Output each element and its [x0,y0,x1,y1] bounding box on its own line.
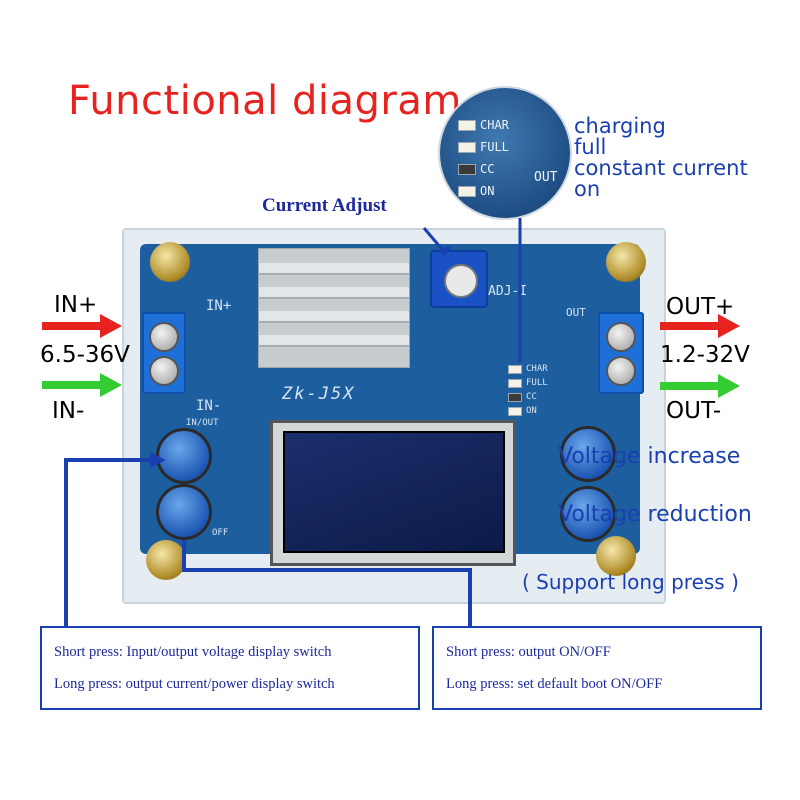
pcb-model-label: Zk-J5X [282,384,356,404]
input-terminal [142,312,186,394]
output-range-label: 1.2-32V [660,342,750,368]
long-press-note: ( Support long press ) [522,570,739,594]
pcb-in-minus-label: IN- [196,398,222,414]
zoom-led-label: FULL [480,140,509,154]
zoom-led-cc: CC [458,162,494,176]
right-box-line-1: Short press: output ON/OFF [446,644,611,660]
output-on-off-button[interactable] [156,484,212,540]
left-button-description-box: Short press: Input/output voltage displa… [40,626,420,710]
legend-on: on [574,177,601,201]
input-plus-arrow [42,314,122,338]
corner-screw [150,242,190,282]
left-box-line-2: Long press: output current/power display… [54,676,335,692]
voltage-reduction-button[interactable] [560,486,616,542]
board-led-label: FULL [526,378,548,388]
zoom-led-label: CHAR [480,118,509,132]
current-adjust-arrow [422,227,452,258]
current-adjust-potentiometer[interactable] [430,250,488,308]
zoom-led-on: ON [458,184,494,198]
pcb-in-plus-label: IN+ [206,298,232,314]
corner-screw [596,536,636,576]
pcb-in-out-label: IN/OUT [186,418,219,428]
voltage-increase-button[interactable] [560,426,616,482]
board-led-label: CHAR [526,364,548,374]
legend-constant-current: constant current [574,156,748,180]
diagram-title: Functional diagram [68,78,462,124]
legend-charging: charging [574,114,666,138]
right-button-description-box: Short press: output ON/OFF Long press: s… [432,626,762,710]
voltage-increase-label: Voltage increase [558,444,741,469]
terminal-screw [149,356,179,386]
led-zoom-view: CHAR FULL CC ON OUT [440,88,570,218]
corner-screw [606,242,646,282]
input-plus-label: IN+ [54,292,98,318]
output-plus-label: OUT+ [666,294,735,320]
terminal-screw [606,322,636,352]
left-box-line-1: Short press: Input/output voltage displa… [54,644,332,660]
voltage-reduction-label: Voltage reduction [558,502,752,527]
lcd-screen [283,431,505,553]
terminal-screw [606,356,636,386]
output-minus-arrow [660,374,740,398]
right-button-callout [182,540,472,628]
legend-full: full [574,135,607,159]
input-range-label: 6.5-36V [40,342,130,368]
current-adjust-label: Current Adjust [262,195,387,216]
zoom-led-label: CC [480,162,495,176]
heatsink [258,248,410,368]
input-minus-label: IN- [52,398,85,424]
lcd-module [270,420,516,566]
zoom-led-full: FULL [458,140,509,154]
potentiometer-knob[interactable] [444,264,478,298]
pcb-out-label: OUT [566,306,586,319]
right-box-line-2: Long press: set default boot ON/OFF [446,676,663,692]
led-legend: charging full constant current on [574,116,748,200]
pcb-adj-label: ADJ-I [488,284,528,299]
output-terminal [598,312,644,394]
in-out-display-button[interactable] [156,428,212,484]
zoom-out-label: OUT [534,170,558,185]
left-button-callout [64,458,156,628]
output-plus-arrow [660,314,740,338]
zoom-led-label: ON [480,184,495,198]
board-led-label: CC [526,392,537,402]
output-minus-label: OUT- [666,398,722,424]
terminal-screw [149,322,179,352]
pcb-off-label: OFF [212,528,229,538]
board-led-panel: CHAR FULL CC ON [508,362,548,418]
board-led-label: ON [526,406,537,416]
zoom-led-char: CHAR [458,118,509,132]
input-minus-arrow [42,373,122,397]
corner-screw [146,540,186,580]
